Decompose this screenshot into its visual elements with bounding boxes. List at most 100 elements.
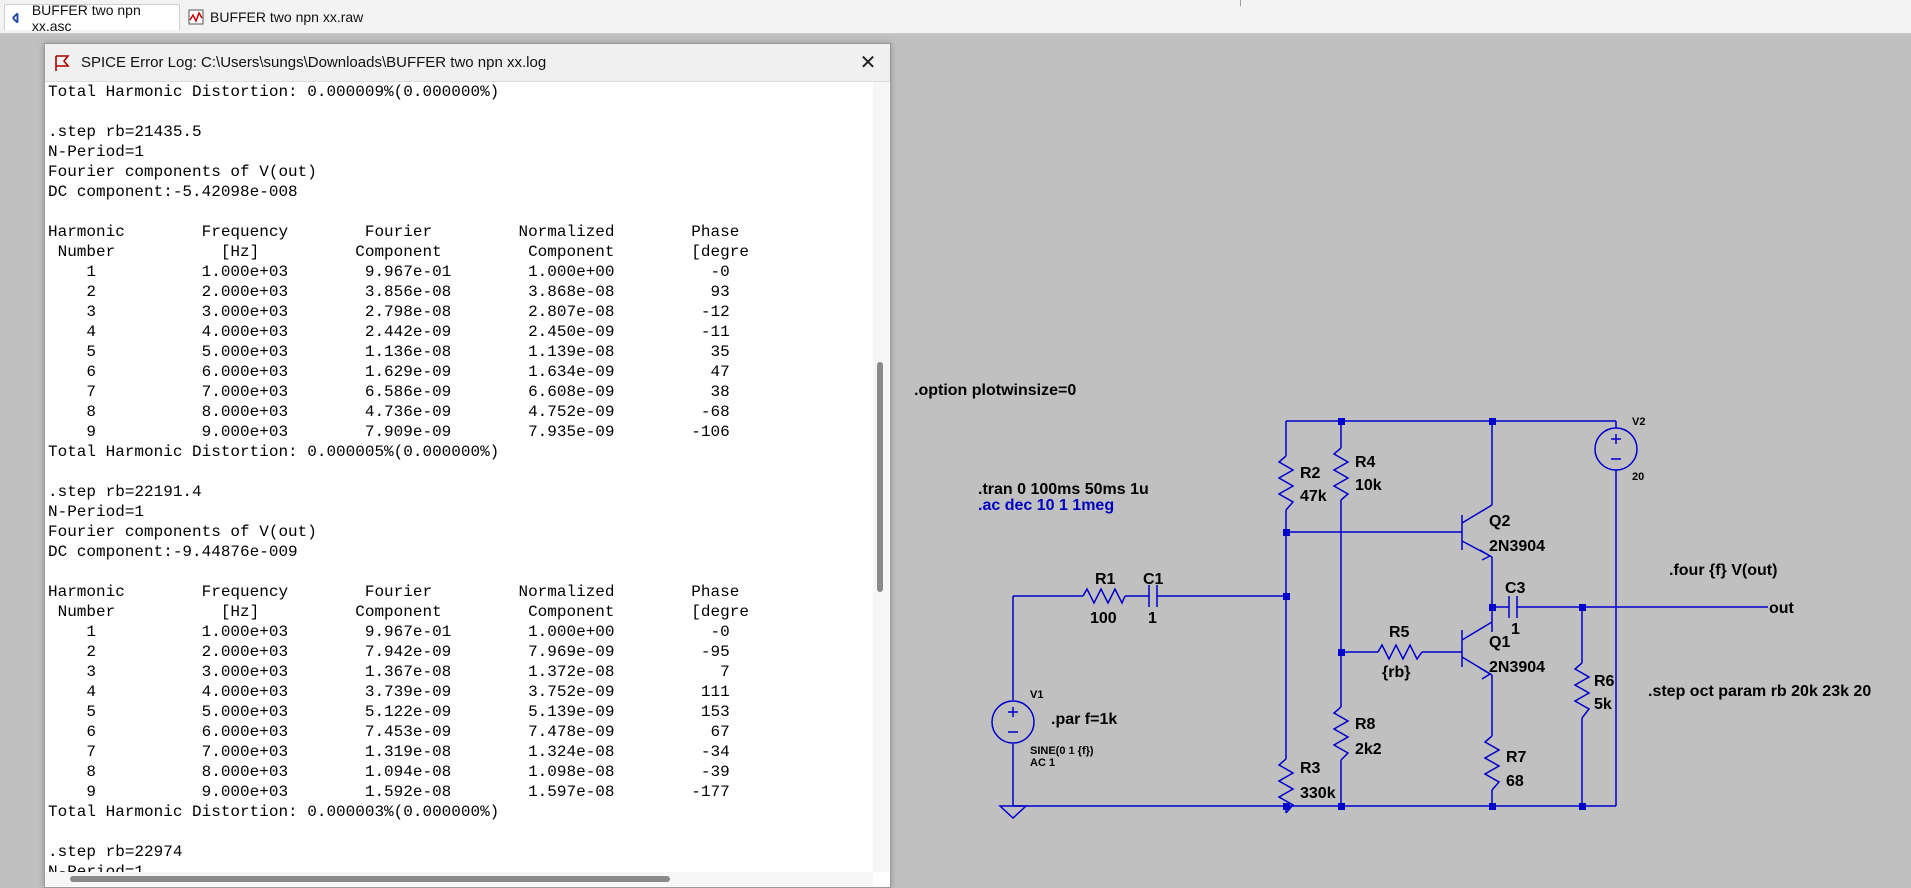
Q1-name: Q1 [1489, 634, 1510, 651]
log-line: DC component:-5.42098e-008 [48, 183, 298, 201]
transistor-Q2[interactable]: Q2 2N3904 [1479, 513, 1545, 561]
resistor-R2[interactable]: R2 47k [1277, 455, 1327, 511]
log-text: Total Harmonic Distortion: 0.000009%(0.0… [48, 82, 749, 872]
log-line: 1 1.000e+03 9.967e-01 1.000e+00 -0 [48, 623, 730, 641]
Q2-name: Q2 [1489, 513, 1510, 530]
log-line: Total Harmonic Distortion: 0.000003%(0.0… [48, 803, 500, 821]
resistor-R8[interactable]: R8 2k2 [1332, 706, 1382, 761]
log-line: 5 5.000e+03 5.122e-09 5.139e-09 153 [48, 703, 730, 721]
log-line: 9 9.000e+03 1.592e-08 1.597e-08 -177 [48, 783, 730, 801]
param-directive[interactable]: .par f=1k [1051, 711, 1117, 728]
vertical-scrollbar[interactable] [873, 82, 889, 872]
C3-name: C3 [1505, 580, 1526, 597]
V1-ac-value: AC 1 [1030, 757, 1055, 769]
C1-name: C1 [1143, 571, 1164, 588]
R8-value: 2k2 [1355, 741, 1382, 758]
log-line: 8 8.000e+03 1.094e-08 1.098e-08 -39 [48, 763, 730, 781]
horizontal-scroll-thumb[interactable] [70, 876, 670, 882]
tab-schematic[interactable]: BUFFER two npn xx.asc [4, 2, 180, 34]
R1-value: 100 [1090, 610, 1117, 627]
log-line: 2 2.000e+03 3.856e-08 3.868e-08 93 [48, 283, 730, 301]
log-line: DC component:-9.44876e-009 [48, 543, 298, 561]
R3-name: R3 [1300, 760, 1321, 777]
resistor-R3[interactable]: R3 330k [1277, 758, 1336, 814]
tab-label: BUFFER two npn xx.asc [31, 1, 141, 34]
R8-name: R8 [1355, 716, 1376, 733]
net-label-out[interactable]: out [1769, 600, 1795, 617]
close-button[interactable]: ✕ [859, 51, 877, 74]
log-line: 1 1.000e+03 9.967e-01 1.000e+00 -0 [48, 263, 730, 281]
log-line: N-Period=1 [48, 503, 145, 521]
log-line: 4 4.000e+03 2.442e-09 2.450e-09 -11 [48, 323, 730, 341]
R6-value: 5k [1594, 696, 1612, 713]
Q2-model: 2N3904 [1489, 538, 1545, 555]
log-line: 2 2.000e+03 7.942e-09 7.969e-09 -95 [48, 643, 730, 661]
log-line: .step rb=22974 [48, 843, 183, 861]
R5-value: {rb} [1382, 664, 1410, 681]
log-line: 7 7.000e+03 1.319e-08 1.324e-08 -34 [48, 743, 730, 761]
error-log-window[interactable]: SPICE Error Log: C:\Users\sungs\Download… [44, 43, 891, 888]
log-icon [55, 54, 70, 71]
log-line: 4 4.000e+03 3.739e-09 3.752e-09 111 [48, 683, 730, 701]
R2-value: 47k [1300, 488, 1327, 505]
tab-separator [1240, 0, 1241, 6]
tab-waveform[interactable]: BUFFER two npn xx.raw [182, 4, 372, 30]
V2-name: V2 [1632, 416, 1645, 428]
schematic-icon [12, 12, 19, 23]
log-line: N-Period=1 [48, 863, 145, 872]
log-line: 6 6.000e+03 7.453e-09 7.478e-09 67 [48, 723, 730, 741]
resistor-R7[interactable]: R7 68 [1483, 735, 1527, 791]
V1-name: V1 [1030, 689, 1043, 701]
tran-directive[interactable]: .tran 0 100ms 50ms 1u [978, 481, 1149, 498]
V1-value: SINE(0 1 {f}) [1030, 745, 1094, 757]
R7-name: R7 [1506, 749, 1527, 766]
log-line: 7 7.000e+03 6.586e-09 6.608e-09 38 [48, 383, 730, 401]
R5-name: R5 [1389, 624, 1410, 641]
voltage-source-V2[interactable]: V2 20 [1594, 416, 1645, 483]
vertical-scroll-thumb[interactable] [877, 362, 883, 592]
tab-label: BUFFER two npn xx.raw [210, 9, 364, 25]
R6-name: R6 [1594, 673, 1615, 690]
R4-name: R4 [1355, 454, 1376, 471]
log-line: Fourier components of V(out) [48, 523, 317, 541]
horizontal-scrollbar[interactable] [46, 872, 873, 886]
document-tab-bar: BUFFER two npn xx.asc BUFFER two npn xx.… [0, 0, 1911, 34]
junction-dots [1283, 418, 1586, 810]
voltage-source-V1[interactable]: V1 SINE(0 1 {f}) AC 1 [991, 689, 1094, 769]
transistor-Q1[interactable]: Q1 2N3904 [1479, 634, 1545, 680]
log-line: Total Harmonic Distortion: 0.000009%(0.0… [48, 83, 500, 101]
Q1-model: 2N3904 [1489, 659, 1545, 676]
log-line: 9 9.000e+03 7.909e-09 7.935e-09 -106 [48, 423, 730, 441]
log-line: 3 3.000e+03 2.798e-08 2.807e-08 -12 [48, 303, 730, 321]
log-line: Fourier components of V(out) [48, 163, 317, 181]
log-line: Harmonic Frequency Fourier Normalized Ph… [48, 583, 740, 601]
log-line: Number [Hz] Component Component [degre [48, 603, 749, 621]
log-line: N-Period=1 [48, 143, 145, 161]
log-line: .step rb=22191.4 [48, 483, 202, 501]
log-line: Harmonic Frequency Fourier Normalized Ph… [48, 223, 740, 241]
resistor-R4[interactable]: R4 10k [1332, 447, 1382, 501]
resistor-R1[interactable]: R1 100 [1082, 571, 1126, 627]
log-line: 3 3.000e+03 1.367e-08 1.372e-08 7 [48, 663, 730, 681]
log-line: 6 6.000e+03 1.629e-09 1.634e-09 47 [48, 363, 730, 381]
capacitor-C1[interactable]: C1 1 [1143, 571, 1164, 627]
R7-value: 68 [1506, 773, 1524, 790]
four-directive[interactable]: .four {f} V(out) [1669, 562, 1777, 579]
step-directive[interactable]: .step oct param rb 20k 23k 20 [1648, 683, 1871, 700]
resistor-R5[interactable]: R5 {rb} [1377, 624, 1423, 681]
log-text-area[interactable]: Total Harmonic Distortion: 0.000009%(0.0… [46, 82, 873, 872]
log-line: .step rb=21435.5 [48, 123, 202, 141]
log-line: 5 5.000e+03 1.136e-08 1.139e-08 35 [48, 343, 730, 361]
error-log-titlebar[interactable]: SPICE Error Log: C:\Users\sungs\Download… [45, 44, 890, 82]
log-line: Number [Hz] Component Component [degre [48, 243, 749, 261]
ac-directive[interactable]: .ac dec 10 1 1meg [978, 497, 1114, 514]
R3-value: 330k [1300, 785, 1336, 802]
option-directive[interactable]: .option plotwinsize=0 [914, 382, 1076, 399]
wires [1012, 420, 1768, 813]
resistor-R6[interactable]: R6 5k [1573, 662, 1615, 719]
C1-value: 1 [1148, 610, 1157, 627]
R4-value: 10k [1355, 477, 1382, 494]
capacitor-C3[interactable]: C3 1 [1505, 580, 1526, 638]
C3-value: 1 [1511, 621, 1520, 638]
